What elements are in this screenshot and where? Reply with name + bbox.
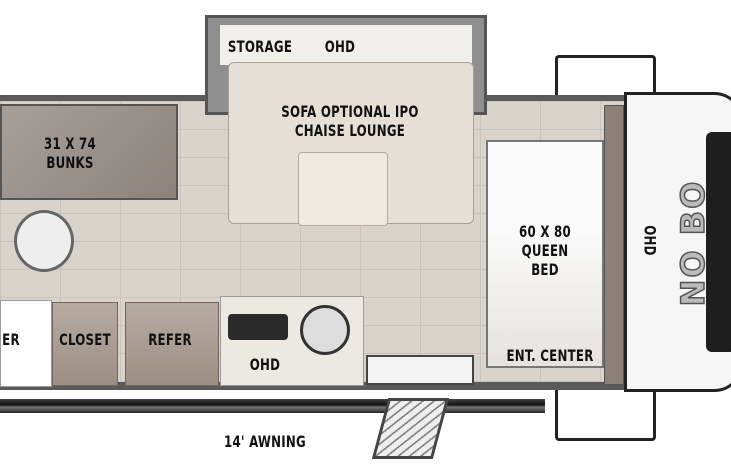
shower — [0, 300, 52, 387]
stove — [228, 314, 288, 340]
slideout-cabinet — [220, 25, 472, 65]
kitchen-ohd-label: OHD — [249, 355, 281, 374]
shower-label: ER — [2, 330, 20, 349]
refrigerator — [125, 302, 219, 386]
ent-center-cabinet — [604, 105, 624, 385]
sofa-label: SOFA OPTIONAL IPO CHAISE LOUNGE — [281, 102, 419, 140]
awning-label: 14' AWNING — [223, 432, 306, 451]
refer-label: REFER — [148, 330, 192, 349]
bathroom-sink — [14, 210, 74, 272]
ent-center-label: ENT. CENTER — [506, 346, 594, 365]
awning-rail — [0, 399, 545, 413]
queen-bed — [486, 140, 604, 368]
sofa-chaise — [298, 152, 388, 226]
kitchen-sink — [300, 305, 350, 355]
front-ohd-label: OHD — [640, 225, 660, 256]
front-window — [706, 132, 731, 352]
front-slide-bottom — [555, 390, 656, 441]
bunks-label: 31 X 74 BUNKS — [44, 134, 96, 172]
closet-label: CLOSET — [59, 330, 111, 349]
bunks — [0, 104, 178, 200]
storage-label: STORAGE — [227, 37, 293, 56]
slideout-ohd-label: OHD — [324, 37, 356, 56]
bed-label: 60 X 80 QUEEN BED — [519, 222, 571, 279]
table-leaf — [366, 355, 474, 385]
nobo-logo: NO BO — [673, 179, 713, 307]
closet — [52, 302, 118, 386]
front-slide-top — [555, 55, 656, 98]
